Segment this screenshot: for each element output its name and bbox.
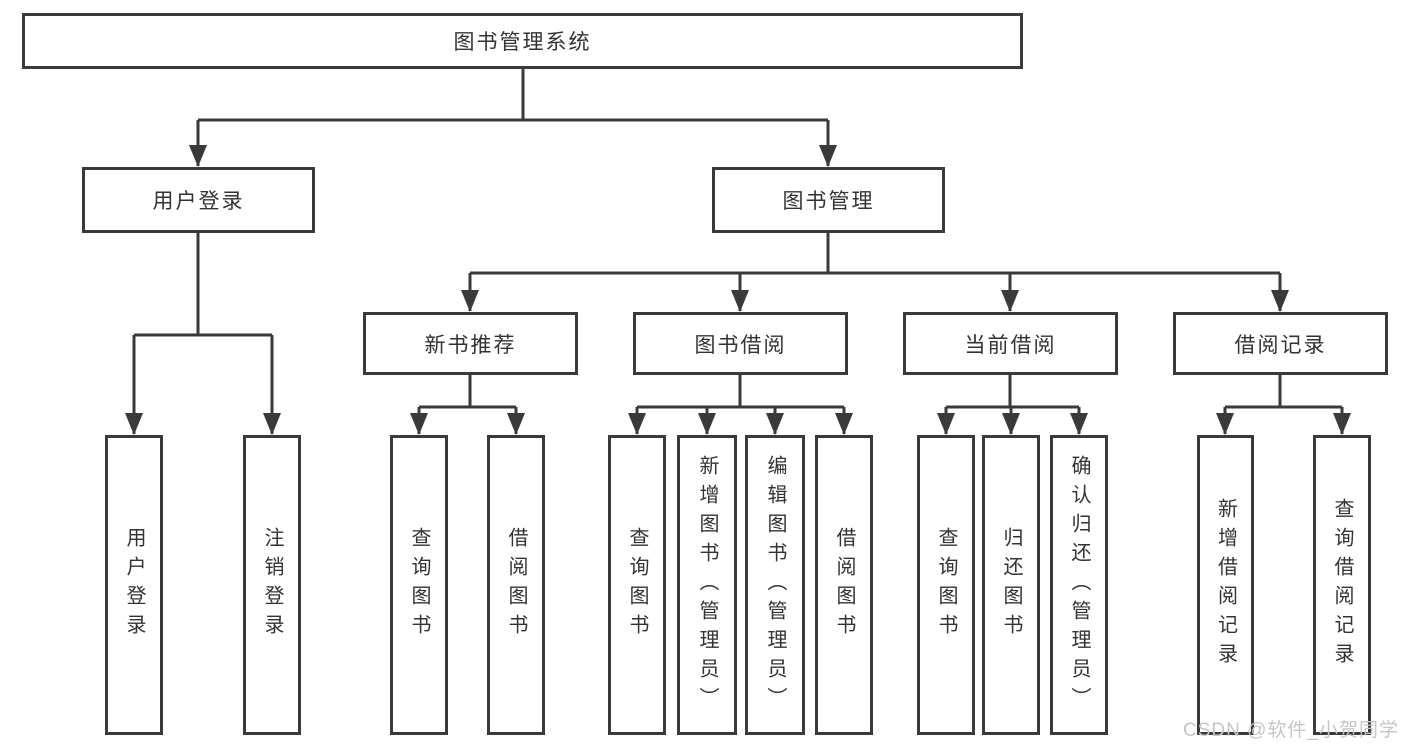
leaf-add-borrow-record: 新增借阅记录 <box>1197 435 1254 735</box>
leaf-logout: 注销登录 <box>243 435 301 735</box>
user-login-branch-line <box>134 233 272 337</box>
node-book-management: 图书管理 <box>712 167 945 233</box>
leaf-edit-book-admin: 编辑图书（管理员） <box>745 435 805 735</box>
root-branch-line <box>198 69 828 122</box>
leaf-borrow-books-recommend: 借阅图书 <box>487 435 545 735</box>
leaf-query-books-recommend: 查询图书 <box>390 435 448 735</box>
node-new-book-recommend: 新书推荐 <box>363 312 578 375</box>
node-user-login: 用户登录 <box>82 167 315 233</box>
book-management-branch-line <box>470 233 1280 275</box>
leaf-user-login: 用户登录 <box>105 435 163 735</box>
node-root: 图书管理系统 <box>22 13 1023 69</box>
node-current-borrowing: 当前借阅 <box>903 312 1118 375</box>
leaf-add-book-admin: 新增图书（管理员） <box>677 435 737 735</box>
current-borrowing-branch-line <box>946 375 1079 409</box>
node-book-borrowing: 图书借阅 <box>633 312 848 375</box>
leaf-return-books: 归还图书 <box>982 435 1040 735</box>
leaf-query-books-current: 查询图书 <box>917 435 975 735</box>
leaf-query-books-borrowing: 查询图书 <box>608 435 666 735</box>
csdn-watermark: CSDN @软件_小贺同学 <box>1183 720 1399 741</box>
leaf-query-borrow-record: 查询借阅记录 <box>1313 435 1371 735</box>
book-borrowing-branch-line <box>637 375 844 409</box>
node-borrowing-records: 借阅记录 <box>1173 312 1388 375</box>
leaf-borrow-books-borrowing: 借阅图书 <box>815 435 873 735</box>
new-book-recommend-branch-line <box>419 375 516 409</box>
leaf-confirm-return-admin: 确认归还（管理员） <box>1050 435 1108 735</box>
borrowing-records-branch-line <box>1225 375 1342 409</box>
